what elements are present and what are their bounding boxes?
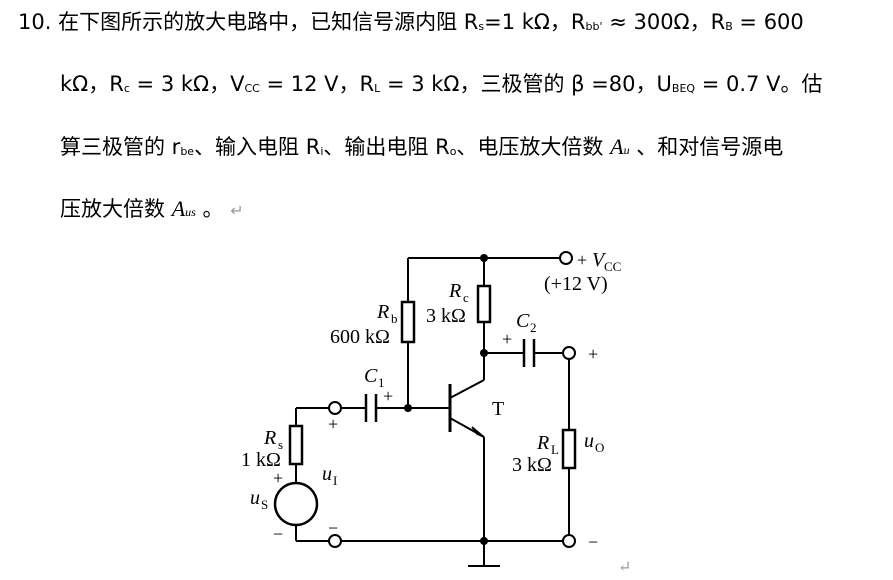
ui-sub: I bbox=[333, 473, 337, 488]
resistor-rs bbox=[288, 424, 304, 466]
source-plus: + bbox=[273, 468, 283, 488]
output-terminal-bottom bbox=[562, 534, 576, 548]
output-terminal-top bbox=[562, 346, 576, 360]
voltage-source-icon bbox=[273, 481, 319, 527]
input-terminal-top bbox=[328, 401, 342, 415]
output-minus: − bbox=[588, 532, 598, 552]
resistor-rb bbox=[400, 300, 416, 344]
transistor-collector-lead bbox=[449, 379, 485, 399]
source-minus: − bbox=[273, 524, 283, 544]
rc-value: 3 kΩ bbox=[426, 305, 466, 327]
vcc-label: V bbox=[592, 249, 607, 271]
resistor-rl bbox=[561, 428, 577, 470]
circuit-wires bbox=[295, 257, 570, 567]
junction-dot bbox=[480, 254, 488, 262]
rb-label: R bbox=[376, 301, 389, 323]
rl-value: 3 kΩ bbox=[512, 454, 552, 476]
return-mark: ↵ bbox=[618, 559, 631, 576]
rc-sub: c bbox=[463, 290, 469, 305]
rs-value: 1 kΩ bbox=[241, 449, 281, 471]
c1-label: C bbox=[364, 365, 378, 387]
junction-dot bbox=[404, 404, 412, 412]
problem-line-3: 算三极管的 rbe、输入电阻 Ri、输出电阻 Ro、电压放大倍数 ·Au 、和对… bbox=[60, 133, 783, 165]
voltage-gain-au: ·Au bbox=[610, 134, 630, 159]
source-voltage-gain-aus: ·Aus bbox=[171, 196, 196, 221]
problem-line-1: 10. 在下图所示的放大电路中，已知信号源内阻 Rs=1 kΩ，Rbb' ≈ 3… bbox=[18, 10, 804, 34]
problem-line-2: kΩ，Rc = 3 kΩ，VCC = 12 V，RL = 3 kΩ，三极管的 β… bbox=[60, 72, 823, 96]
input-minus: − bbox=[328, 518, 338, 538]
output-plus: + bbox=[588, 344, 598, 364]
input-terminal-bottom bbox=[328, 534, 342, 548]
rs-sub: s bbox=[278, 437, 283, 452]
input-plus: + bbox=[328, 414, 338, 434]
rc-label: R bbox=[448, 280, 461, 302]
ui-label: u bbox=[322, 463, 332, 485]
us-sub: S bbox=[261, 497, 268, 512]
c1-plus: + bbox=[383, 386, 393, 406]
vcc-terminal bbox=[559, 251, 573, 265]
uo-label: u bbox=[584, 430, 594, 452]
c1-sub: 1 bbox=[378, 375, 385, 390]
emitter-arrow-icon bbox=[471, 426, 485, 438]
vcc-value: (+12 V) bbox=[544, 273, 608, 295]
vcc-sub: CC bbox=[604, 259, 621, 274]
rb-value: 600 kΩ bbox=[330, 326, 390, 348]
rl-label: R bbox=[536, 432, 549, 454]
transistor-label: T bbox=[492, 398, 504, 420]
us-label: u bbox=[250, 487, 260, 509]
problem-line-4: 压放大倍数 ·Aus 。 ↵ bbox=[60, 195, 244, 226]
uo-sub: O bbox=[595, 440, 604, 455]
rl-sub: L bbox=[551, 442, 559, 457]
return-mark: ↵ bbox=[230, 201, 244, 220]
c2-label: C bbox=[516, 310, 530, 332]
resistor-rc bbox=[476, 284, 492, 324]
junction-dot bbox=[480, 537, 488, 545]
problem-number: 10. bbox=[18, 10, 52, 34]
rb-sub: b bbox=[391, 311, 398, 326]
junction-dot bbox=[480, 349, 488, 357]
c2-plus: + bbox=[502, 329, 512, 349]
vcc-plus: + bbox=[577, 250, 587, 270]
c2-sub: 2 bbox=[530, 320, 537, 335]
rs-label: R bbox=[263, 427, 276, 449]
